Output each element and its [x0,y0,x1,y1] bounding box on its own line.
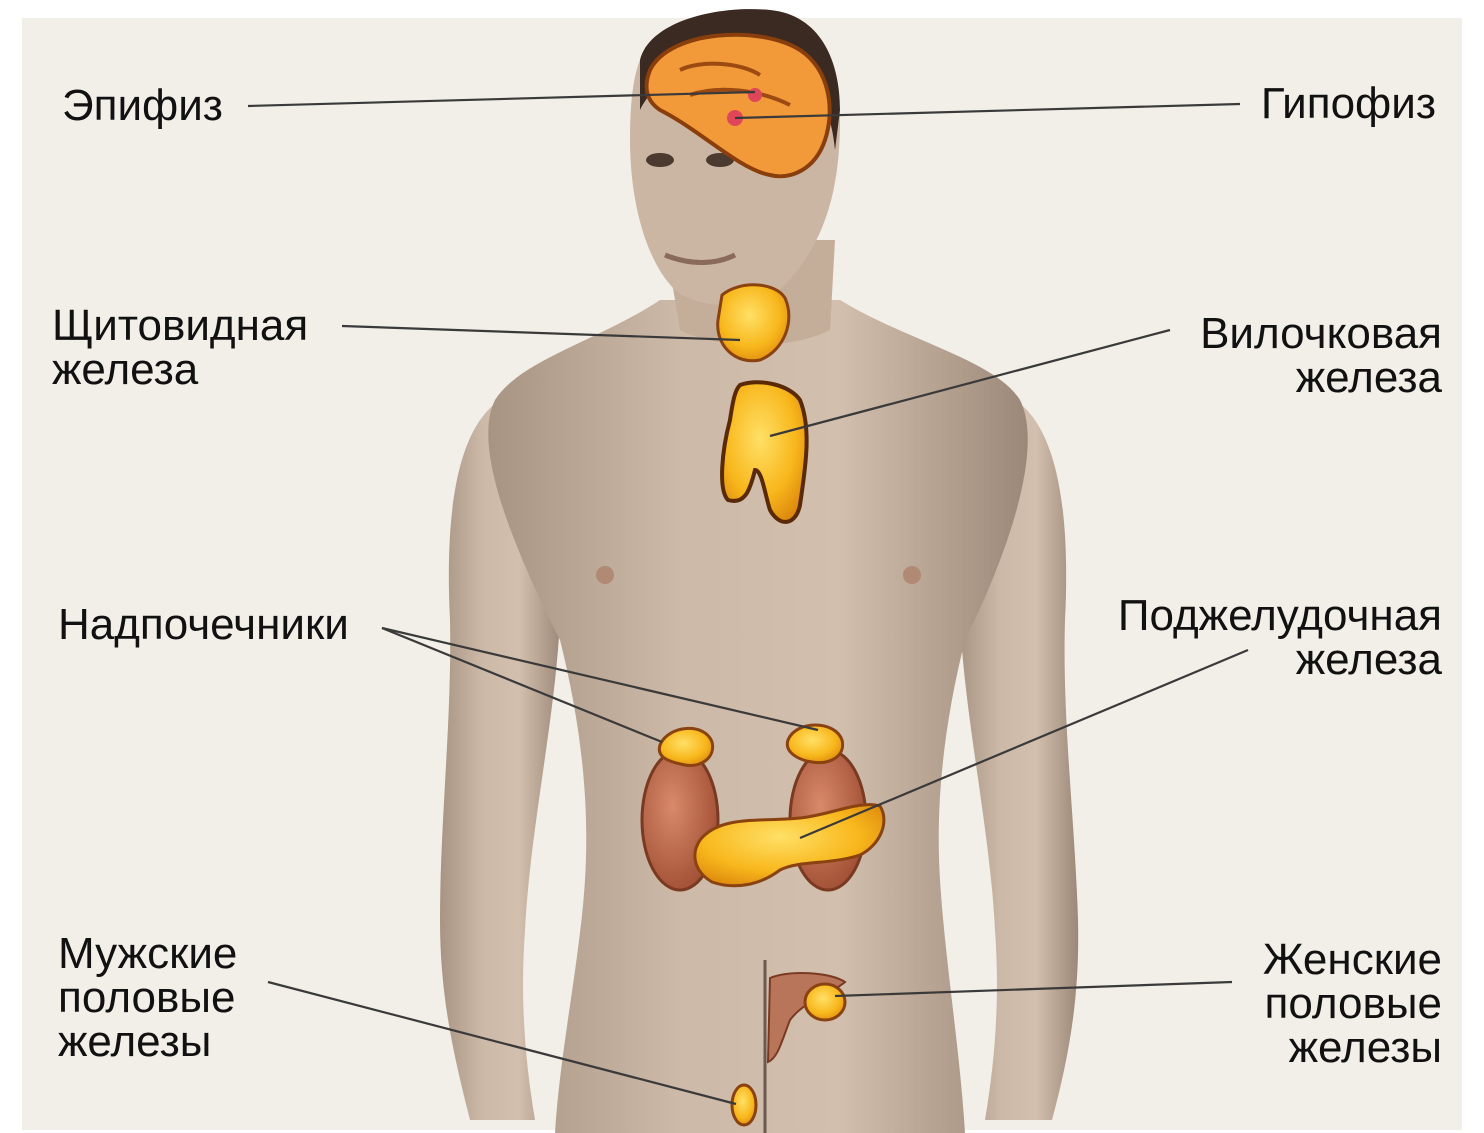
label-adrenals: Надпочечники [58,603,349,647]
label-epiphysis: Эпифиз [62,84,223,128]
nipple-left [903,566,921,584]
left-adrenal-gland [787,725,842,763]
label-female-gonads: Женские половые железы [1263,938,1442,1070]
epiphysis-gland [748,88,762,102]
eye-right [646,153,674,167]
label-thyroid-line1: Щитовидная [52,304,308,348]
label-male-gonads-line2: половые [58,976,237,1020]
label-thymus: Вилочковая железа [1200,312,1442,400]
label-pancreas: Поджелудочная железа [1118,594,1442,682]
right-adrenal-gland [659,728,712,765]
label-male-gonads-line3: железы [58,1020,237,1064]
label-female-gonads-line2: половые [1263,982,1442,1026]
ovary-gland [805,984,845,1020]
nipple-right [596,566,614,584]
label-pancreas-line1: Поджелудочная [1118,594,1442,638]
label-female-gonads-line3: железы [1263,1026,1442,1070]
label-pancreas-line2: железа [1118,638,1442,682]
label-thymus-line2: железа [1200,356,1442,400]
label-thyroid-line2: железа [52,348,308,392]
label-male-gonads: Мужские половые железы [58,932,237,1064]
label-thyroid: Щитовидная железа [52,304,308,392]
label-pituitary: Гипофиз [1261,82,1436,126]
label-male-gonads-line1: Мужские [58,932,237,976]
label-thymus-line1: Вилочковая [1200,312,1442,356]
label-female-gonads-line1: Женские [1263,938,1442,982]
